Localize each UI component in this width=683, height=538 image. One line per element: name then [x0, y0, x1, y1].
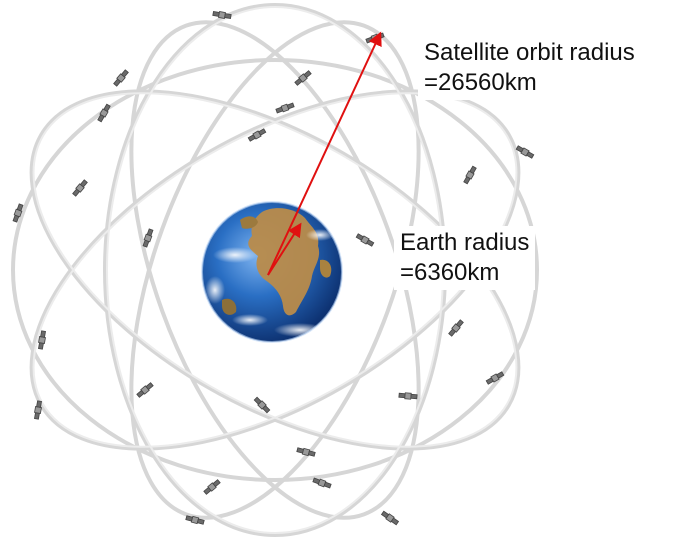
satellite-icon: [34, 400, 42, 420]
radius-arrows: [267, 31, 382, 276]
satellite-icon: [12, 203, 24, 223]
satellite-icon: [38, 330, 46, 350]
satellite-icon: [185, 515, 205, 525]
orbit-radius-label: Satellite orbit radius =26560km: [418, 36, 641, 100]
earth-radius-label-line1: Earth radius: [400, 229, 530, 256]
orbit-ring: [29, 89, 521, 451]
orbit-radius-label-line1: Satellite orbit radius: [424, 39, 635, 66]
satellite-icon: [365, 32, 385, 44]
satellite-icon: [296, 447, 316, 457]
earth-globe: [201, 201, 343, 343]
satellite-icon: [113, 69, 129, 87]
satellite-icon: [463, 165, 477, 185]
orbit-ring: [129, 20, 421, 520]
orbit-ring: [129, 20, 421, 520]
satellite-icon: [136, 382, 154, 398]
satellite-icon: [275, 102, 295, 114]
satellites: [12, 11, 535, 526]
orbit-rings: [11, 3, 539, 537]
satellite-icon: [398, 392, 418, 400]
satellite-icon: [247, 128, 267, 142]
satellite-icon: [72, 179, 88, 197]
orbit-radius-arrow: [267, 31, 382, 276]
satellite-icon: [485, 371, 505, 385]
satellite-icon: [355, 233, 375, 247]
satellite-icon: [142, 228, 154, 248]
orbit-radius-value: =26560km: [424, 69, 537, 96]
satellite-icon: [97, 103, 111, 123]
satellite-icon: [515, 145, 535, 159]
earth-radius-arrow: [267, 222, 302, 276]
orbit-ring: [11, 58, 539, 482]
earth-radius-label: Earth radius =6360km: [394, 226, 536, 290]
earth-radius-value: =6360km: [400, 259, 500, 286]
satellite-icon: [212, 11, 232, 19]
satellite-icon: [312, 477, 332, 489]
satellite-icon: [203, 479, 221, 495]
satellite-icon: [380, 510, 400, 526]
satellite-icon: [294, 70, 312, 86]
satellite-icon: [448, 319, 464, 337]
satellite-icon: [253, 396, 271, 414]
